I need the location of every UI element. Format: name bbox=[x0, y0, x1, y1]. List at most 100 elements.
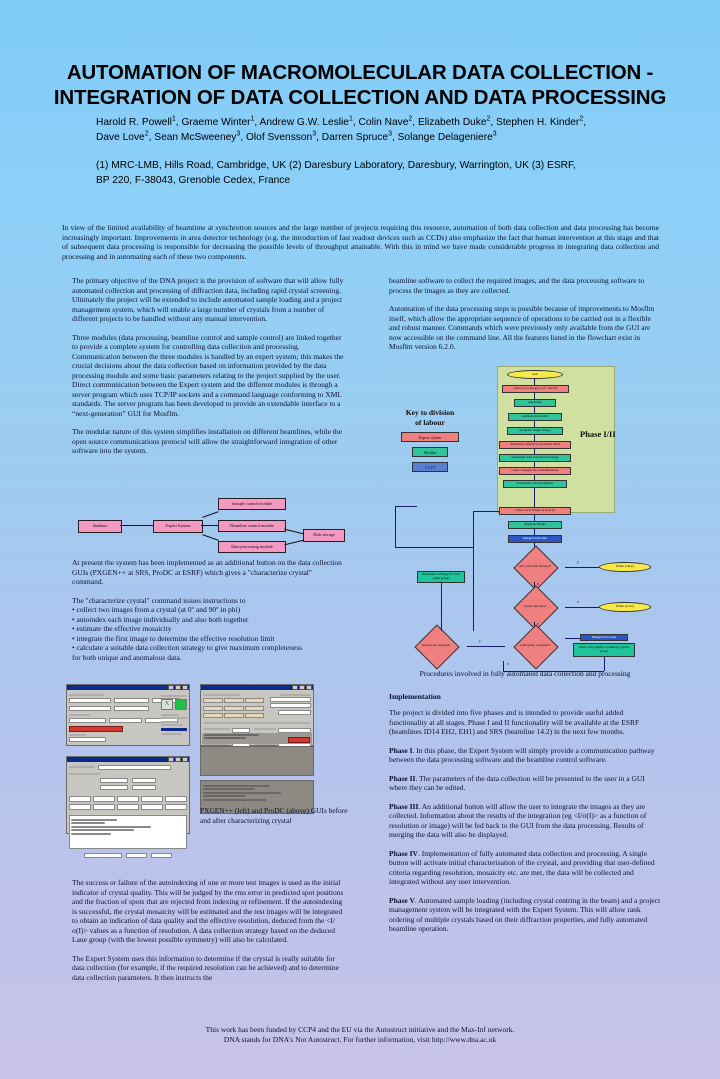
screenshot-prodc-log-1 bbox=[200, 746, 314, 776]
phase-3-para: Phase III. An additional button will all… bbox=[389, 802, 661, 840]
legend-item-expert-system: Expert system bbox=[401, 432, 459, 442]
maximize-icon[interactable] bbox=[175, 685, 181, 690]
action-button-red[interactable] bbox=[288, 737, 310, 743]
bullet-2: • autoindex each image individually and … bbox=[72, 614, 249, 624]
flow-node-integrate-single-image: integrate single image bbox=[507, 427, 563, 435]
edge-expert-sample bbox=[202, 511, 219, 518]
left-para-2: Three modules (data processing, beamline… bbox=[72, 332, 344, 418]
phase-4-text: . Implementation of fully automated data… bbox=[389, 848, 655, 887]
characterize-crystal-bullets: • collect two images from a crystal (at … bbox=[72, 605, 344, 662]
node-expert-system: Expert System bbox=[153, 520, 203, 533]
left-column: The primary objective of the DNA project… bbox=[72, 276, 344, 465]
flow-node-merge-scale-data-2: Merge/Scale data bbox=[580, 634, 628, 641]
phase-1-text: . In this phase, the Expert System will … bbox=[389, 745, 655, 765]
flow-node-finish-okay: finish (okay) bbox=[599, 562, 651, 572]
minimize-icon[interactable] bbox=[292, 685, 298, 690]
edge-beamline-disk bbox=[284, 528, 304, 535]
right-column-lower: The project is divided into five phases … bbox=[389, 708, 661, 943]
flow-node-collect-two-images: collect two images at 0º and 90º bbox=[502, 385, 569, 393]
flow-decision-point-group-changed: point group changed? bbox=[405, 624, 467, 670]
right-para-1: beamline software to collect the require… bbox=[389, 276, 645, 295]
flow-decision-point-group-consistent: point group consistent? bbox=[505, 624, 565, 670]
node-beamline-control-module: Beamline control module bbox=[218, 520, 286, 532]
ui-line bbox=[69, 693, 105, 696]
phase-5-para: Phase V. Automated sample loading (inclu… bbox=[389, 896, 661, 934]
bullet-4: • integrate the first image to determine… bbox=[72, 633, 275, 643]
legend-item-ccp4: CCP4 bbox=[412, 462, 448, 472]
edge-label-n-3: n bbox=[507, 662, 509, 666]
phase-5-text: . Automated sample loading (including cr… bbox=[389, 895, 661, 934]
close-icon[interactable] bbox=[182, 685, 188, 690]
flow-node-determine-strategy-new-point-group: Determine strategy for new point group bbox=[417, 571, 465, 583]
close-icon[interactable] bbox=[182, 757, 188, 762]
flow-decision-data-collection-finished: data collection finished? bbox=[505, 545, 565, 591]
footer: This work has been funded by CCP4 and th… bbox=[0, 1025, 720, 1045]
automation-flowchart: Phase I/II start collect two images at 0… bbox=[395, 366, 655, 672]
ui-line bbox=[69, 733, 86, 736]
phase-label: Phase I/II bbox=[580, 429, 616, 439]
left-column-lower: At present the system has been implement… bbox=[72, 558, 344, 662]
edge-expert-dataproc bbox=[202, 534, 219, 541]
edge-expert-beamline bbox=[201, 525, 218, 526]
flow-node-collect-next-image: collect next image in (batch) bbox=[499, 507, 571, 515]
page-title: AUTOMATION OF MACROMOLECULAR DATA COLLEC… bbox=[53, 61, 667, 109]
screenshot-pxgen-before: X bbox=[66, 684, 190, 746]
right-para-2: Automation of the data processing steps … bbox=[389, 304, 655, 351]
gui-screenshot-group: X bbox=[66, 684, 346, 859]
flow-node-determine-effective-resolution-limit: determine effective resolution limit bbox=[499, 441, 571, 449]
node-sample-control-module: Sample control module bbox=[218, 498, 286, 510]
screenshot-prodc-before bbox=[200, 684, 314, 755]
edge-label-y-3: y bbox=[479, 639, 481, 643]
right-column: beamline software to collect the require… bbox=[389, 276, 661, 361]
left-para-4: At present the system has been implement… bbox=[72, 558, 342, 586]
phase-1-label: Phase I bbox=[389, 745, 413, 755]
phase-2-label: Phase II bbox=[389, 773, 416, 783]
left-column-bottom: The success or failure of the autoindexi… bbox=[72, 878, 344, 991]
phase-2-text: . The parameters of the data collection … bbox=[389, 773, 645, 793]
flow-node-estimate-mosaicity: estimate mosaicity bbox=[508, 413, 562, 421]
ui-line bbox=[69, 713, 91, 716]
bullet-6: for both unique and anomalous data. bbox=[72, 652, 182, 662]
edge-label-n-2: n bbox=[577, 600, 579, 604]
affiliation-line-2: BP 220, F-38043, Grenoble Cedex, France bbox=[96, 174, 291, 186]
affiliations: (1) MRC-LMB, Hills Road, Cambridge, UK (… bbox=[0, 145, 720, 188]
edge-database-expert bbox=[120, 525, 153, 526]
flow-node-collect-images-postrefinement: collect images for postrefinement bbox=[499, 467, 571, 475]
bullet-5: • calculate a suitable data collection s… bbox=[72, 643, 303, 652]
left-para-3: The modular nature of this system simpli… bbox=[72, 427, 343, 455]
minimize-icon[interactable] bbox=[168, 757, 174, 762]
left-para-6: The success or failure of the autoindexi… bbox=[72, 878, 344, 944]
edge-label-y-2: y bbox=[537, 622, 539, 626]
minimize-icon[interactable] bbox=[168, 685, 174, 690]
edge-label-y-1: y bbox=[577, 560, 579, 564]
flow-node-start: start bbox=[507, 370, 563, 379]
maximize-icon[interactable] bbox=[175, 757, 181, 762]
flowchart-caption: Procedures involved in fully automated d… bbox=[419, 669, 631, 678]
flow-decision-crystal-still-okay: crystal still okay? bbox=[505, 585, 565, 631]
phase-2-para: Phase II. The parameters of the data col… bbox=[389, 774, 661, 793]
legend-key-to-division-of-labour: Key to division of labour Expert system … bbox=[392, 408, 468, 472]
flow-node-select-new-point-group: select new (higher symmetry) point group bbox=[573, 643, 635, 657]
flow-node-integrate-image: Integrate image bbox=[508, 521, 562, 529]
affiliation-line-1: (1) MRC-LMB, Hills Road, Cambridge, UK (… bbox=[96, 160, 576, 171]
bullet-1: • collect two images from a crystal (at … bbox=[72, 605, 241, 614]
edge-label-n-1: n bbox=[537, 582, 539, 586]
titlebar bbox=[67, 685, 189, 690]
action-button-red[interactable] bbox=[69, 726, 123, 732]
flow-node-merge-scale-data: Merge/Scale data bbox=[508, 535, 562, 543]
flow-node-determine-data-collection-strategy: determine data collection strategy bbox=[499, 454, 571, 462]
left-para-1: The primary objective of the DNA project… bbox=[72, 276, 344, 323]
node-disk-storage: Disk storage bbox=[303, 529, 345, 542]
footer-line-2: DNA stands for DNA's Not Autostruct. For… bbox=[223, 1035, 497, 1044]
phase-4-label: Phase IV bbox=[389, 848, 418, 858]
close-icon[interactable] bbox=[306, 685, 312, 690]
legend-title-line-1: Key to division bbox=[405, 408, 455, 417]
screenshot-caption: PXGEN++ (left) and ProDC (above) GUIs be… bbox=[200, 806, 348, 825]
flow-node-postrefine-cell-parameters: Postrefine cell parameters bbox=[503, 480, 567, 488]
status-icon-a: X bbox=[161, 698, 173, 710]
action-button-blue[interactable] bbox=[161, 727, 187, 731]
author-list: Harold R. Powell1, Graeme Winter1, Andre… bbox=[0, 110, 720, 145]
screenshot-pxgen-after bbox=[66, 756, 190, 859]
status-icon-b bbox=[175, 698, 187, 710]
maximize-icon[interactable] bbox=[299, 685, 305, 690]
